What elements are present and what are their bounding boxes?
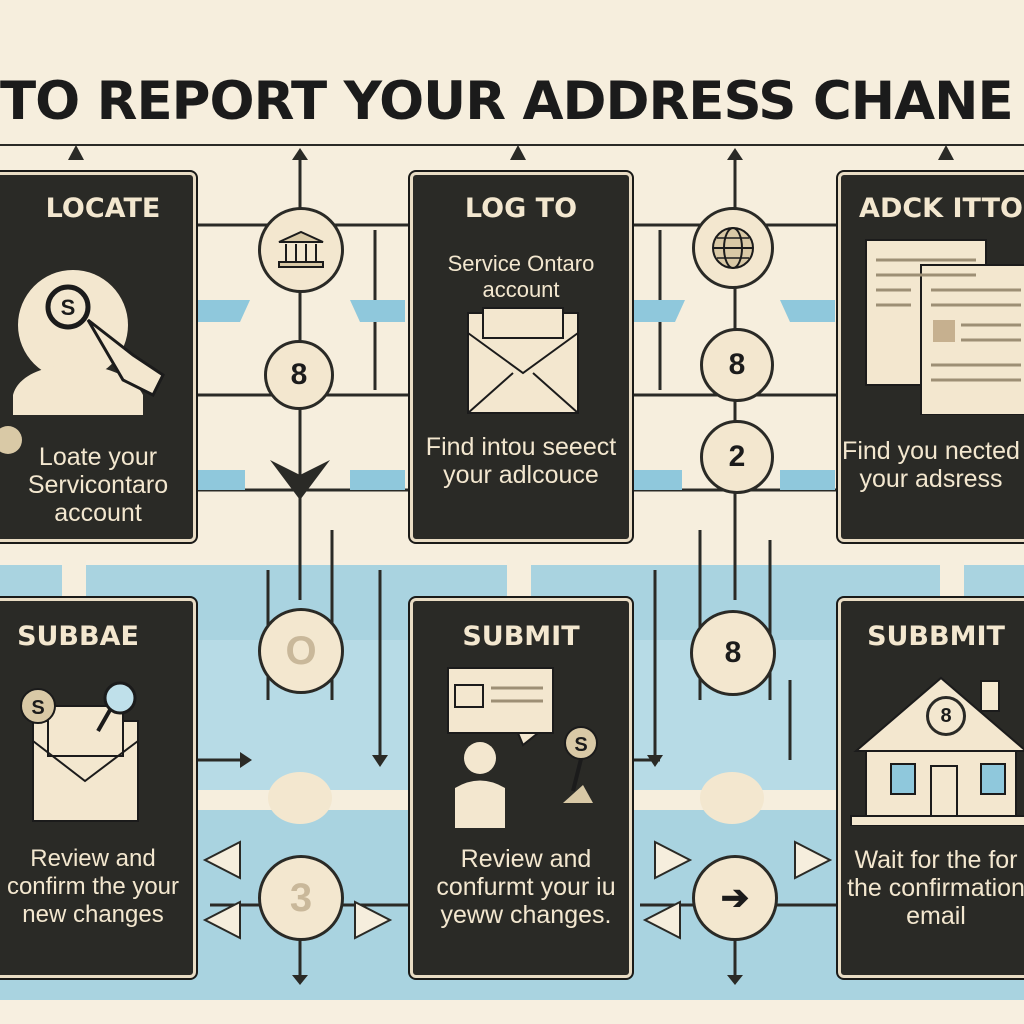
step-description: Review and confirm the your new changes bbox=[6, 845, 180, 928]
step-heading: SUBMIT bbox=[462, 621, 580, 652]
house-icon bbox=[850, 676, 1024, 826]
connector-badge-top-left: 8 bbox=[264, 340, 334, 410]
house-badge: 8 bbox=[926, 696, 966, 736]
envelope-icon bbox=[467, 307, 579, 414]
connector-badge-bottom-left: O bbox=[258, 608, 344, 694]
connector-node-right bbox=[700, 772, 764, 824]
bank-icon bbox=[278, 230, 324, 268]
step-panel-locate: LOCATE S Loate your bbox=[0, 172, 196, 542]
step-panel-subbae: SUBBAE S Review and confirm the your new… bbox=[0, 598, 196, 978]
step-description: Find you nected your adsress bbox=[842, 437, 1020, 493]
person-card-icon: S bbox=[447, 667, 598, 828]
step-heading: ADCK ITTO bbox=[859, 193, 1023, 224]
connector-badge-top-right-a: 8 bbox=[700, 328, 774, 402]
bank-badge bbox=[258, 207, 344, 293]
connector-node-left bbox=[268, 772, 332, 824]
step-description: Review and confurmt your iu yeww changes… bbox=[436, 845, 616, 929]
step-panel-submit: SUBMIT S Review and confurmt your iu yew… bbox=[410, 598, 632, 978]
step-description: Find intou seeect your adlcouce bbox=[425, 433, 617, 489]
step-heading: LOG TO bbox=[464, 193, 578, 224]
svg-text:S: S bbox=[574, 734, 587, 756]
connector-badge-bottom-mid: 3 bbox=[258, 855, 344, 941]
step-description: Wait for the for the confirmation email bbox=[847, 846, 1024, 930]
connector-badge-bottom-right: 8 bbox=[690, 610, 776, 696]
connector-badge-top-right-b: 2 bbox=[700, 420, 774, 494]
globe-icon bbox=[712, 227, 754, 269]
globe-badge bbox=[692, 207, 774, 289]
step-panel-log-to: LOG TO Service Ontaro account Find intou… bbox=[410, 172, 632, 542]
documents-icon bbox=[865, 239, 1024, 415]
magnifier-person-icon: S bbox=[0, 270, 165, 454]
svg-text:S: S bbox=[31, 697, 44, 719]
footer-band bbox=[0, 1000, 1024, 1024]
step-panel-subbmit: SUBBMIT 8 Wait for the for the confirmat… bbox=[838, 598, 1024, 978]
step-description: Loate your Servicontaro account bbox=[27, 443, 169, 527]
arrow-right-icon: ➔ bbox=[692, 855, 778, 941]
page-title: TO REPORT YOUR ADDRESS CHANE GRVACE bbox=[0, 71, 1024, 132]
step-heading: SUBBAE bbox=[17, 621, 139, 652]
step-subtitle: Service Ontaro account bbox=[447, 251, 595, 302]
step-heading: LOCATE bbox=[45, 193, 161, 224]
mail-coins-icon: S bbox=[20, 681, 139, 822]
svg-text:S: S bbox=[61, 295, 76, 320]
step-heading: SUBBMIT bbox=[867, 621, 1005, 652]
step-panel-adck-itto: ADCK ITTO Find you nected your adsress bbox=[838, 172, 1024, 542]
